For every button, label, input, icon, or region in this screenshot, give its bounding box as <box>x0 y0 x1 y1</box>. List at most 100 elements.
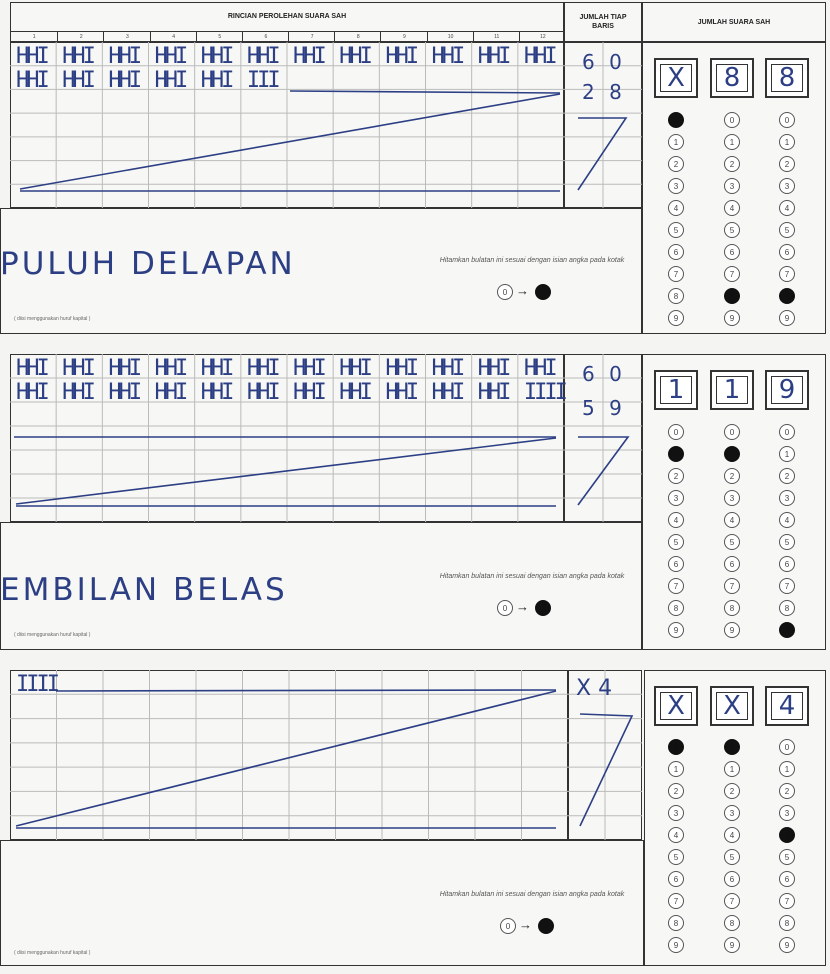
bubble-1-1-2[interactable]: 2 <box>668 156 684 172</box>
bubble-3-1-6[interactable]: 6 <box>668 871 684 887</box>
bubble-1-3-1[interactable]: 1 <box>779 134 795 150</box>
bubble-3-1-2[interactable]: 2 <box>668 783 684 799</box>
bubble-1-1-8[interactable]: 8 <box>668 288 684 304</box>
digit-box-3-2[interactable]: X <box>710 686 754 726</box>
bubble-2-2-8[interactable]: 8 <box>724 600 740 616</box>
bubble-2-3-9[interactable]: 9 <box>779 622 795 638</box>
bubble-3-1-5[interactable]: 5 <box>668 849 684 865</box>
bubble-3-3-5[interactable]: 5 <box>779 849 795 865</box>
bubble-3-3-8[interactable]: 8 <box>779 915 795 931</box>
bubble-1-3-7[interactable]: 7 <box>779 266 795 282</box>
digit-box-2-2[interactable]: 1 <box>710 370 754 410</box>
bubble-2-2-5[interactable]: 5 <box>724 534 740 550</box>
bubble-3-2-0[interactable]: 0 <box>724 739 740 755</box>
digit-box-2-1[interactable]: 1 <box>654 370 698 410</box>
bubble-3-1-3[interactable]: 3 <box>668 805 684 821</box>
bubble-2-3-5[interactable]: 5 <box>779 534 795 550</box>
bubble-1-3-5[interactable]: 5 <box>779 222 795 238</box>
bubble-2-2-9[interactable]: 9 <box>724 622 740 638</box>
bubble-1-3-0[interactable]: 0 <box>779 112 795 128</box>
bubble-1-1-5[interactable]: 5 <box>668 222 684 238</box>
bubble-2-2-1[interactable]: 1 <box>724 446 740 462</box>
bubble-2-2-7[interactable]: 7 <box>724 578 740 594</box>
bubble-2-3-0[interactable]: 0 <box>779 424 795 440</box>
bubble-1-2-7[interactable]: 7 <box>724 266 740 282</box>
digit-box-1-3[interactable]: 8 <box>765 58 809 98</box>
bubble-1-1-0[interactable]: 0 <box>668 112 684 128</box>
digit-box-2-3[interactable]: 9 <box>765 370 809 410</box>
digit-box-1-2[interactable]: 8 <box>710 58 754 98</box>
bubble-1-1-6[interactable]: 6 <box>668 244 684 260</box>
bubble-3-3-2[interactable]: 2 <box>779 783 795 799</box>
bubble-3-2-5[interactable]: 5 <box>724 849 740 865</box>
bubble-2-3-1[interactable]: 1 <box>779 446 795 462</box>
bubble-3-2-9[interactable]: 9 <box>724 937 740 953</box>
bubble-1-1-3[interactable]: 3 <box>668 178 684 194</box>
bubble-2-1-4[interactable]: 4 <box>668 512 684 528</box>
bubble-3-1-9[interactable]: 9 <box>668 937 684 953</box>
bubble-2-1-9[interactable]: 9 <box>668 622 684 638</box>
bubble-3-2-1[interactable]: 1 <box>724 761 740 777</box>
bubble-2-2-6[interactable]: 6 <box>724 556 740 572</box>
digit-box-3-3[interactable]: 4 <box>765 686 809 726</box>
bubble-2-3-7[interactable]: 7 <box>779 578 795 594</box>
bubble-3-2-6[interactable]: 6 <box>724 871 740 887</box>
bubble-1-3-4[interactable]: 4 <box>779 200 795 216</box>
bubble-3-3-7[interactable]: 7 <box>779 893 795 909</box>
bubble-2-2-0[interactable]: 0 <box>724 424 740 440</box>
bubble-1-1-7[interactable]: 7 <box>668 266 684 282</box>
bubble-2-3-4[interactable]: 4 <box>779 512 795 528</box>
bubble-3-3-1[interactable]: 1 <box>779 761 795 777</box>
bubble-3-2-4[interactable]: 4 <box>724 827 740 843</box>
digit-box-3-1[interactable]: X <box>654 686 698 726</box>
bubble-3-1-0[interactable]: 0 <box>668 739 684 755</box>
bubble-3-2-8[interactable]: 8 <box>724 915 740 931</box>
bubble-2-1-8[interactable]: 8 <box>668 600 684 616</box>
bubble-3-1-1[interactable]: 1 <box>668 761 684 777</box>
bubble-1-1-4[interactable]: 4 <box>668 200 684 216</box>
bubble-1-2-2[interactable]: 2 <box>724 156 740 172</box>
bubble-1-2-1[interactable]: 1 <box>724 134 740 150</box>
bubble-1-1-1[interactable]: 1 <box>668 134 684 150</box>
bubble-3-1-4[interactable]: 4 <box>668 827 684 843</box>
bubble-2-1-2[interactable]: 2 <box>668 468 684 484</box>
bubble-2-1-5[interactable]: 5 <box>668 534 684 550</box>
bubble-1-3-8[interactable]: 8 <box>779 288 795 304</box>
bubble-3-2-2[interactable]: 2 <box>724 783 740 799</box>
bubble-1-3-9[interactable]: 9 <box>779 310 795 326</box>
bubble-2-3-8[interactable]: 8 <box>779 600 795 616</box>
bubble-2-1-6[interactable]: 6 <box>668 556 684 572</box>
bubble-2-3-3[interactable]: 3 <box>779 490 795 506</box>
digit-value: 4 <box>771 691 803 721</box>
bubble-3-2-7[interactable]: 7 <box>724 893 740 909</box>
bubble-2-1-0[interactable]: 0 <box>668 424 684 440</box>
digit-box-1-1[interactable]: X <box>654 58 698 98</box>
bubble-2-3-2[interactable]: 2 <box>779 468 795 484</box>
bubble-1-2-6[interactable]: 6 <box>724 244 740 260</box>
bubble-2-1-1[interactable]: 1 <box>668 446 684 462</box>
bubble-1-3-2[interactable]: 2 <box>779 156 795 172</box>
bubble-2-2-2[interactable]: 2 <box>724 468 740 484</box>
bubble-1-2-5[interactable]: 5 <box>724 222 740 238</box>
bubble-1-1-9[interactable]: 9 <box>668 310 684 326</box>
bubble-2-1-7[interactable]: 7 <box>668 578 684 594</box>
bubble-1-2-3[interactable]: 3 <box>724 178 740 194</box>
bubble-1-2-9[interactable]: 9 <box>724 310 740 326</box>
bubble-3-3-0[interactable]: 0 <box>779 739 795 755</box>
bubble-1-2-0[interactable]: 0 <box>724 112 740 128</box>
bubble-3-3-9[interactable]: 9 <box>779 937 795 953</box>
bubble-1-2-4[interactable]: 4 <box>724 200 740 216</box>
bubble-1-2-8[interactable]: 8 <box>724 288 740 304</box>
bubble-3-2-3[interactable]: 3 <box>724 805 740 821</box>
bubble-1-3-3[interactable]: 3 <box>779 178 795 194</box>
bubble-3-1-7[interactable]: 7 <box>668 893 684 909</box>
bubble-2-2-4[interactable]: 4 <box>724 512 740 528</box>
bubble-2-2-3[interactable]: 3 <box>724 490 740 506</box>
bubble-3-3-3[interactable]: 3 <box>779 805 795 821</box>
bubble-3-1-8[interactable]: 8 <box>668 915 684 931</box>
bubble-3-3-4[interactable]: 4 <box>779 827 795 843</box>
bubble-1-3-6[interactable]: 6 <box>779 244 795 260</box>
bubble-2-1-3[interactable]: 3 <box>668 490 684 506</box>
bubble-3-3-6[interactable]: 6 <box>779 871 795 887</box>
bubble-2-3-6[interactable]: 6 <box>779 556 795 572</box>
